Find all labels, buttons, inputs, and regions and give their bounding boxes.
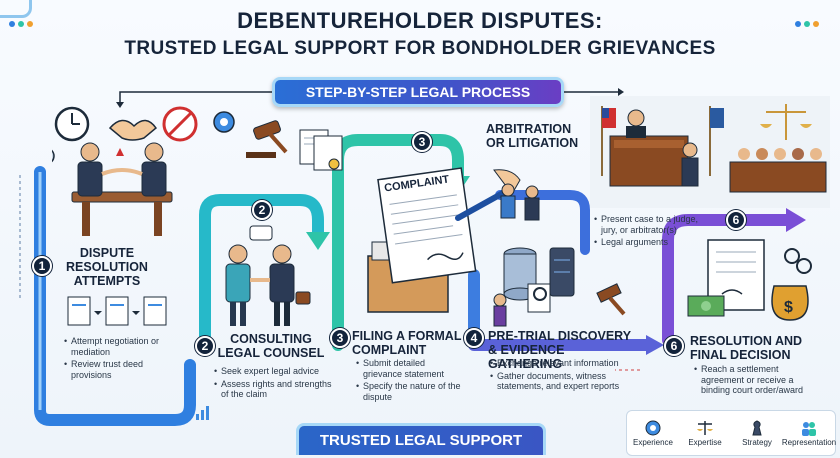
meeting-scene (71, 142, 173, 236)
server-icon (549, 247, 575, 297)
gavel-icon (596, 283, 626, 316)
flag-icon (601, 106, 616, 176)
flag-icon (709, 106, 724, 176)
bar-chart-icon (196, 406, 209, 420)
chess-icon (752, 420, 762, 436)
step6-bullet: Reach a settlement agreement or receive … (694, 364, 818, 396)
legend-label: Experience (632, 438, 674, 447)
step-badge-2b: 2 (195, 336, 215, 356)
legend-item-expertise: Expertise (680, 419, 730, 447)
step1-bullets: Attempt negotiation or mediation Review … (64, 336, 184, 382)
scale-icon (760, 104, 812, 140)
step3-bullets: Submit detailed grievance statement Spec… (356, 358, 466, 404)
people-icon (802, 422, 816, 436)
discovery-illustration (493, 247, 626, 327)
step5-title: ARBITRATION OR LITIGATION (486, 122, 579, 150)
step3-title: FILING A FORMAL COMPLAINT (352, 329, 462, 357)
legend: Experience Expertise Strategy Representa… (626, 410, 836, 456)
step2-bullets: Seek expert legal advice Assess rights a… (214, 366, 336, 402)
step6-bullets: Reach a settlement agreement or receive … (694, 364, 818, 398)
courtroom-illustration (590, 96, 830, 208)
window-dots (792, 14, 819, 32)
legend-item-strategy: Strategy (732, 419, 782, 447)
step5-bullet: Present case to a judge, jury, or arbitr… (594, 214, 704, 235)
step-badge-3a: 3 (412, 132, 432, 152)
step-badge-4: 4 (464, 328, 484, 348)
step2-illustration (225, 225, 311, 326)
step2-bullet: Assess rights and strengths of the claim (214, 379, 336, 400)
window-dots-left (6, 14, 33, 32)
corner-decoration (0, 0, 32, 18)
legend-item-representation: Representation (781, 419, 837, 447)
main-title: DEBENTUREHOLDER DISPUTES: (237, 8, 603, 33)
small-gear-icon (52, 149, 55, 163)
step2-bullet: Seek expert legal advice (214, 366, 336, 377)
svg-text:$: $ (784, 299, 793, 316)
scale-icon (697, 421, 713, 435)
step-badge-2a: 2 (252, 200, 272, 220)
step5-bullets: Present case to a judge, jury, or arbitr… (594, 214, 704, 250)
step3-bullet: Submit detailed grievance statement (356, 358, 466, 379)
step-badge-3b: 3 (330, 328, 350, 348)
money-bag-icon: $ (771, 285, 809, 321)
complaint-illustration (367, 167, 521, 313)
step4-bullet: Exchange relevant information (490, 358, 620, 369)
gear-icon (645, 420, 661, 436)
step1-bullet: Review trust deed provisions (64, 359, 184, 380)
step4-bullet: Gather documents, witness statements, an… (490, 371, 620, 392)
legend-label: Expertise (688, 438, 722, 447)
footer-banner: TRUSTED LEGAL SUPPORT (296, 423, 546, 455)
link-icon (784, 248, 812, 274)
step-badge-1: 1 (32, 256, 52, 276)
subtitle: TRUSTED LEGAL SUPPORT FOR BONDHOLDER GRI… (124, 38, 716, 59)
legend-label: Representation (781, 438, 837, 447)
process-banner: STEP-BY-STEP LEGAL PROCESS (272, 77, 564, 107)
legend-label: Strategy (742, 438, 772, 447)
step-badge-6b: 6 (664, 336, 684, 356)
step1-title: DISPUTE RESOLUTION ATTEMPTS (66, 246, 148, 288)
step5-bullet: Legal arguments (594, 237, 704, 248)
step-badge-6a: 6 (726, 210, 746, 230)
gavel-icon (246, 120, 288, 158)
step1-illustration (52, 106, 235, 236)
step3-bullet: Specify the nature of the dispute (356, 381, 466, 402)
gavel-documents (246, 120, 343, 171)
resolution-illustration: $ (687, 239, 812, 321)
handshake-icon (108, 119, 158, 141)
step4-bullets: Exchange relevant information Gather doc… (490, 358, 620, 394)
arbitration-people (500, 183, 540, 221)
step2-title: CONSULTING LEGAL COUNSEL (217, 332, 325, 360)
legend-item-experience: Experience (628, 419, 678, 447)
step1-bullet: Attempt negotiation or mediation (64, 336, 184, 357)
broken-link-icon (162, 106, 198, 142)
gear-icon (213, 111, 235, 133)
clock-icon (54, 106, 90, 142)
step6-title: RESOLUTION AND FINAL DECISION (690, 334, 803, 362)
money-icon (687, 295, 725, 317)
step1-documents (67, 296, 167, 326)
